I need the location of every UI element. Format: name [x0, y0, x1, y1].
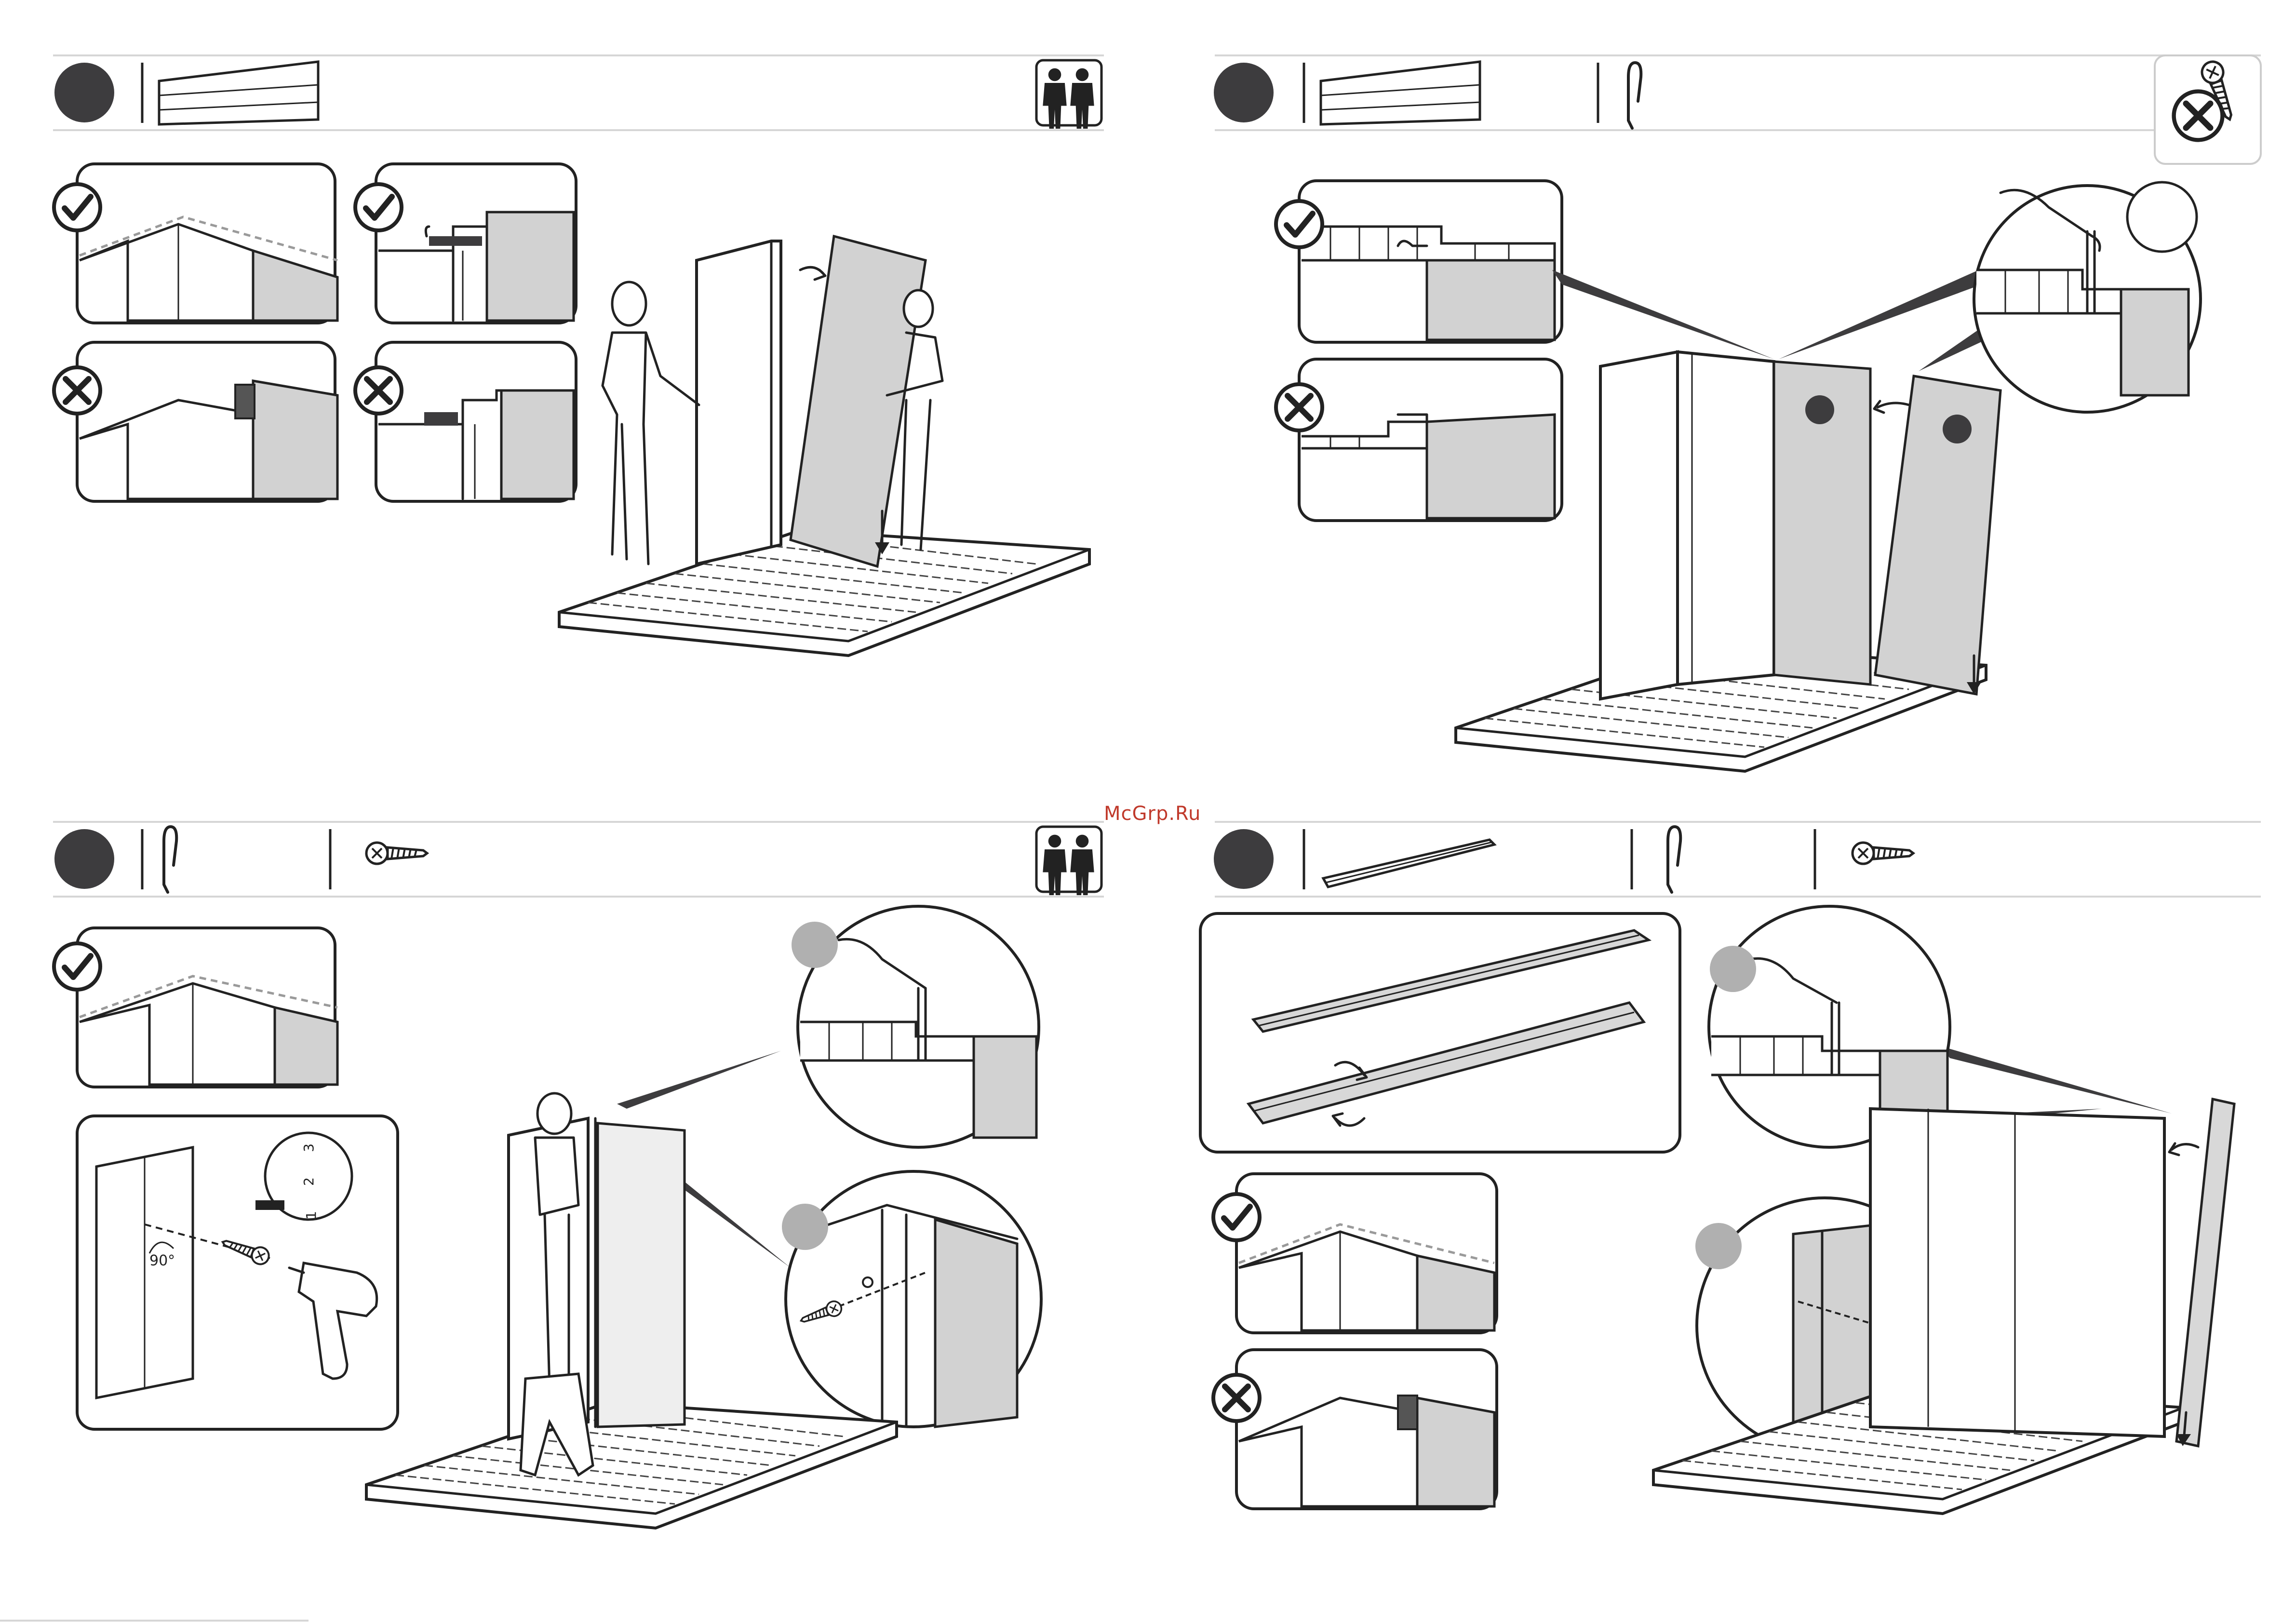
- step-1-detail-incorrect-top: [54, 342, 337, 501]
- step-4-profile-orientation: [1200, 913, 1680, 1152]
- cross-circle-icon: [1276, 384, 1322, 430]
- drill-setting-1: 1: [303, 1211, 319, 1220]
- step-3-number-circle: [54, 829, 114, 889]
- check-circle-icon: [54, 943, 100, 990]
- step-2-header: [1214, 55, 2261, 164]
- check-circle-icon: [54, 184, 100, 230]
- screw-icon: [366, 843, 427, 864]
- profile-icon: [1323, 840, 1494, 887]
- panel-icon: [1321, 62, 1480, 124]
- no-screw-icon: [2155, 55, 2261, 164]
- two-people-icon: [1036, 60, 1101, 129]
- step-4-detail-correct: [1213, 1174, 1497, 1333]
- step-2-detail-correct: [1276, 181, 1562, 342]
- cross-circle-icon: [54, 367, 100, 414]
- step-2-magnified-detail: [1974, 182, 2201, 412]
- step-1-detail-correct-top: [54, 164, 337, 323]
- two-people-icon: [1036, 827, 1101, 895]
- step-1-detail-incorrect-side: [355, 342, 576, 501]
- clip-icon: [164, 827, 176, 892]
- angle-label: 90°: [149, 1252, 175, 1269]
- cross-circle-icon: [1213, 1375, 1260, 1421]
- screw-icon: [1853, 843, 1913, 864]
- step-4-number-circle: [1214, 829, 1274, 889]
- step-1-illustration: [559, 236, 1089, 656]
- step-4-header: [1214, 822, 2261, 897]
- step-4-detail-incorrect: [1213, 1350, 1497, 1509]
- step-3-magnified-top: [792, 906, 1039, 1147]
- check-circle-icon: [1213, 1194, 1260, 1240]
- step-2-detail-incorrect: [1276, 359, 1562, 521]
- watermark: McGrp.Ru: [1104, 803, 1201, 825]
- step-3-screw-instruction: 90° 1 2 3: [77, 1116, 398, 1429]
- cross-circle-icon: [355, 367, 402, 414]
- drill-setting-3: 3: [301, 1143, 317, 1152]
- step-1-detail-correct-side: [355, 164, 576, 323]
- check-circle-icon: [1276, 201, 1322, 247]
- step-1-number-circle: [54, 63, 114, 122]
- step-3-magnified-bottom: [782, 1171, 1041, 1427]
- clip-icon: [1668, 827, 1680, 892]
- check-circle-icon: [355, 184, 402, 230]
- step-1-header: [53, 55, 1104, 130]
- drill-setting-2: 2: [301, 1177, 317, 1186]
- panel-icon: [159, 62, 318, 124]
- step-3-header: [53, 822, 1104, 897]
- step-3-detail-correct: [54, 928, 337, 1087]
- clip-icon: [1628, 63, 1641, 128]
- step-2-number-circle: [1214, 63, 1274, 122]
